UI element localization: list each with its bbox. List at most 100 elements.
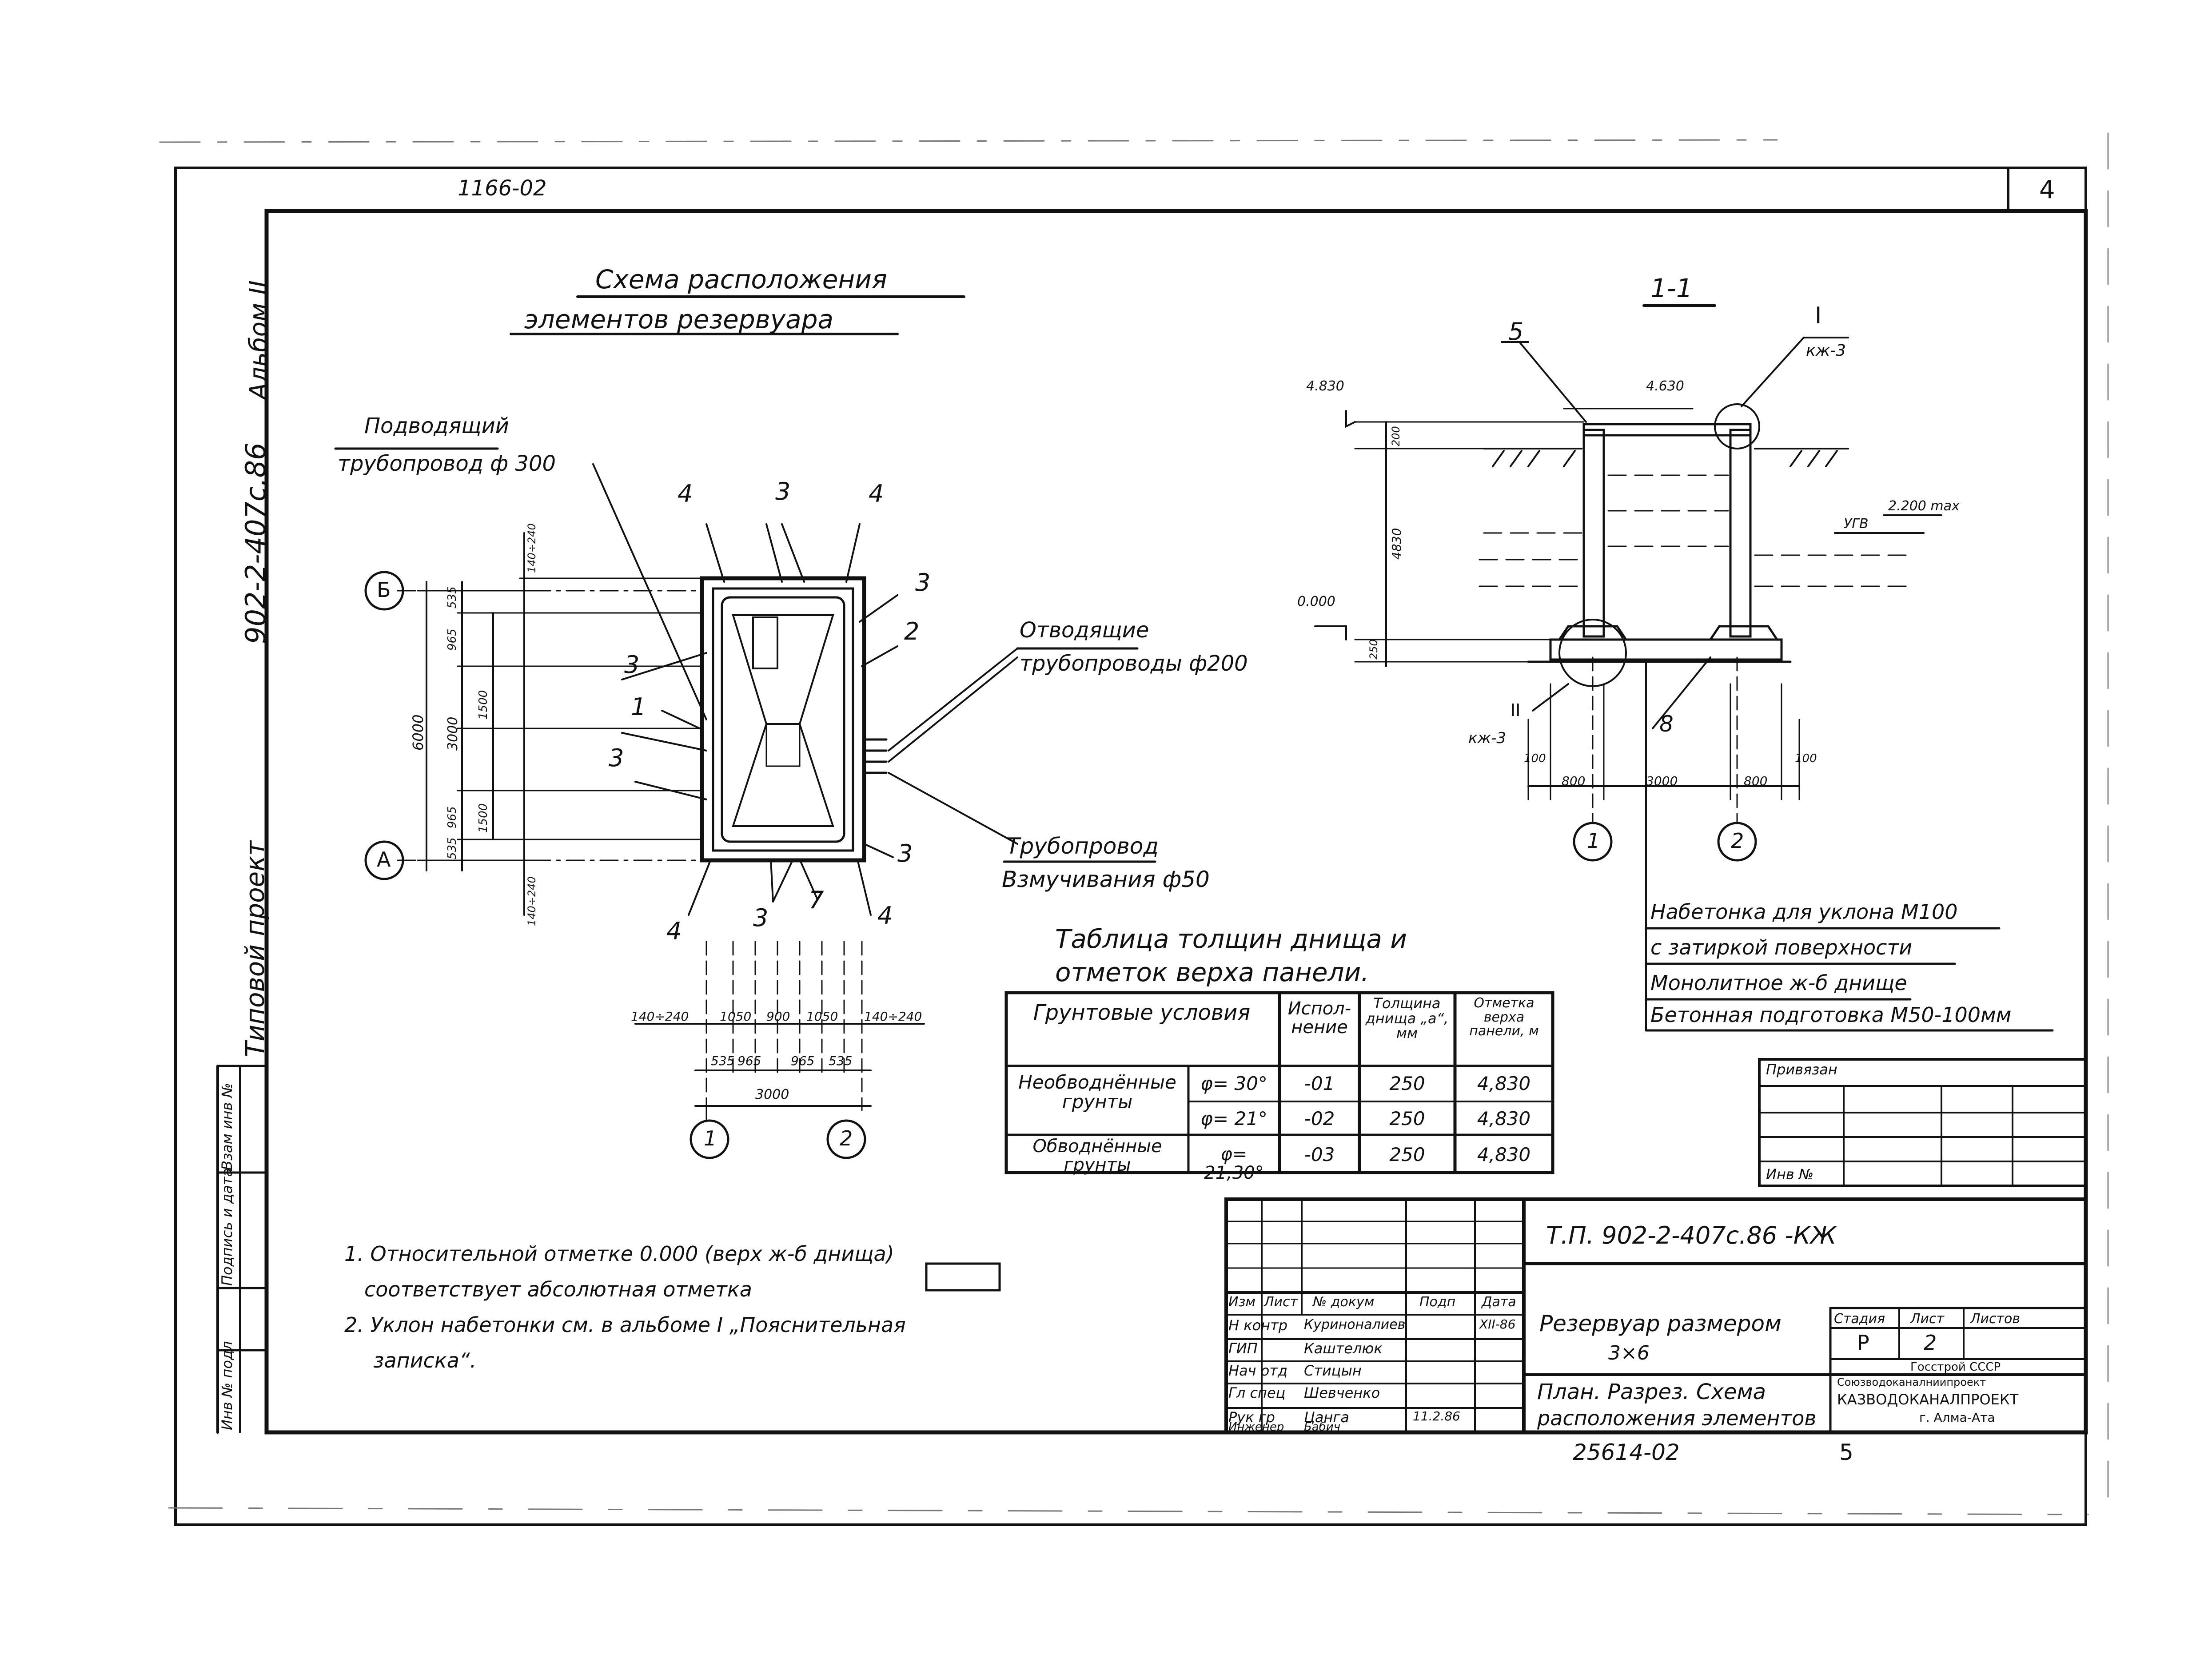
page-number: 5 xyxy=(1839,1439,1853,1465)
dim-bottom-lower-1: 535 xyxy=(711,1054,735,1068)
note-line1: 1. Относительной отметке 0.000 (верх ж-б… xyxy=(344,1242,894,1266)
plan-title-line2: элементов резервуара xyxy=(524,304,834,334)
stamp-role-3: Нач отд xyxy=(1228,1362,1288,1379)
axis-label-A: А xyxy=(377,847,391,871)
plan-axis-2: 2 xyxy=(840,1126,853,1150)
table-row3-thick: 250 xyxy=(1389,1144,1425,1165)
table-row2-mark: 4,830 xyxy=(1477,1108,1531,1129)
table-row1-mark: 4,830 xyxy=(1477,1073,1531,1094)
dim-bottom-upper-3: 900 xyxy=(766,1009,790,1024)
mark-3-bottom: 3 xyxy=(753,904,769,932)
section-dim-b3: 3000 xyxy=(1646,774,1678,788)
stamp-name-2: Каштелюк xyxy=(1304,1340,1383,1357)
ugv-label: УГВ xyxy=(1844,516,1869,532)
table-row1-phi: φ= 30° xyxy=(1200,1073,1267,1094)
stamp-col-izm: Изм xyxy=(1228,1294,1256,1310)
plan-title-line1: Схема расположения xyxy=(595,264,887,294)
table-row2-exec: -02 xyxy=(1304,1108,1335,1129)
dim-left-part-2: 965 xyxy=(446,628,459,651)
dim-bottom-upper-5: 140÷240 xyxy=(864,1009,922,1024)
stamp-title-4: расположения элементов xyxy=(1537,1406,1817,1430)
dim-left-inner-2: 1500 xyxy=(477,803,490,833)
dim-bottom-lower-2: 965 xyxy=(737,1054,761,1068)
mark-3-right-bottom: 3 xyxy=(897,839,913,867)
stamp-role-2: ГИП xyxy=(1228,1340,1258,1357)
inlet-pipe-label-2: трубопровод ф 300 xyxy=(338,451,556,476)
stamp-name-3: Стицын xyxy=(1304,1362,1362,1379)
section-mark-5: 5 xyxy=(1508,318,1524,346)
project-code-vertical: 902-2-407с.86 xyxy=(239,442,272,644)
layer-1: Набетонка для уклона М100 xyxy=(1650,900,1958,924)
stamp-role-1: Н контр xyxy=(1228,1317,1288,1334)
section-mark-I: I xyxy=(1815,302,1822,329)
mark-4-top-left: 4 xyxy=(678,480,693,508)
stamp-col-data: Дата xyxy=(1482,1294,1516,1310)
dim-left-part-4: 965 xyxy=(446,806,459,828)
section-mark-II: II xyxy=(1511,700,1521,720)
stamp-privyazan: Привязан xyxy=(1766,1061,1837,1078)
stamp-org-1: Госстрой СССР xyxy=(1910,1360,2001,1374)
side-stamp-signature-date: Подпись и дата xyxy=(219,1168,235,1286)
table-row3-phi: φ= 21,30° xyxy=(1204,1144,1264,1183)
mark-2: 2 xyxy=(904,617,920,645)
stamp-role-4: Гл спец xyxy=(1228,1384,1286,1401)
section-dim-b5: 100 xyxy=(1795,752,1817,765)
stamp-org-2: Союзводоканалниипроект xyxy=(1837,1376,1986,1388)
table-row3-cond: Обводнённые грунты xyxy=(1032,1136,1162,1175)
dim-bottom-upper-2: 1050 xyxy=(720,1009,752,1024)
plan-axis-1: 1 xyxy=(704,1126,717,1150)
outlet-pipe-label-1: Отводящие xyxy=(1020,618,1149,643)
stamp-role-5: Рук гр xyxy=(1228,1409,1275,1426)
dim-left-ext-bottom: 140÷240 xyxy=(526,876,538,926)
level-top-left: 4.830 xyxy=(1306,378,1344,394)
axis-label-B: Б xyxy=(377,578,391,602)
inlet-pipe-label-1: Подводящий xyxy=(364,414,509,438)
stamp-title-1: Резервуар размером xyxy=(1539,1311,1782,1336)
drawing-number: 1166-02 xyxy=(458,176,547,201)
mark-3-top: 3 xyxy=(775,477,791,505)
mark-4-bottom-right: 4 xyxy=(877,902,893,930)
album-label: Альбом II xyxy=(244,280,273,400)
table-header-mark: Отметка верха панели, м xyxy=(1469,995,1539,1039)
agitation-pipe-label-2: Взмучивания ф50 xyxy=(1002,867,1210,892)
table-header-thick: Толщина днища „а“, мм xyxy=(1365,995,1449,1042)
stamp-code: Т.П. 902-2-407с.86 -КЖ xyxy=(1546,1221,1837,1249)
note-line4: записка“. xyxy=(373,1348,477,1372)
stamp-col-list: Лист xyxy=(1264,1294,1298,1310)
table-row3-exec: -03 xyxy=(1304,1144,1335,1165)
stamp-org-4: г. Алма-Ата xyxy=(1919,1410,1995,1425)
stamp-sheet-label: Лист xyxy=(1910,1311,1945,1327)
agitation-pipe-label-1: Трубопровод xyxy=(1006,833,1159,859)
table-row2-phi: φ= 21° xyxy=(1200,1108,1267,1129)
stamp-col-doc: № докум xyxy=(1313,1294,1375,1310)
section-dim-b4: 800 xyxy=(1744,774,1768,788)
layer-4: Бетонная подготовка М50-100мм xyxy=(1650,1003,2012,1027)
stamp-title-2: 3×6 xyxy=(1608,1342,1650,1364)
stamp-name-1: Куриноналиев xyxy=(1304,1317,1406,1332)
section-mark-II-ref: кж-3 xyxy=(1468,729,1507,747)
section-dim-b1: 100 xyxy=(1524,752,1546,765)
table-row1-cond: Необводнённые грунты xyxy=(1018,1071,1176,1113)
stamp-stage: Р xyxy=(1857,1331,1869,1355)
dim-left-part-5: 535 xyxy=(446,837,459,859)
layer-2: с затиркой поверхности xyxy=(1650,935,1913,959)
dim-bottom-upper-1: 140÷240 xyxy=(631,1009,689,1024)
dim-left-inner-1: 1500 xyxy=(477,690,490,720)
level-water: 2.200 max xyxy=(1888,498,1960,514)
stamp-col-podp: Подп xyxy=(1419,1294,1456,1310)
section-dim-4830: 4830 xyxy=(1389,528,1404,560)
section-dim-b2: 800 xyxy=(1562,774,1586,788)
mark-4-bottom-left: 4 xyxy=(666,917,682,945)
outlet-pipe-label-2: трубопроводы ф200 xyxy=(1020,651,1248,676)
table-header-exec: Испол-нение xyxy=(1287,998,1351,1038)
mark-1: 1 xyxy=(631,693,646,721)
stamp-sheets-label: Листов xyxy=(1970,1311,2021,1327)
stamp-sheet: 2 xyxy=(1924,1331,1937,1355)
layer-3: Монолитное ж-б днище xyxy=(1650,971,1907,995)
table-row1-thick: 250 xyxy=(1389,1073,1425,1094)
dim-bottom-lower-4: 535 xyxy=(829,1054,853,1068)
table-caption-line1: Таблица толщин днища и xyxy=(1055,924,1407,954)
stamp-date-1: XII-86 xyxy=(1479,1317,1516,1332)
